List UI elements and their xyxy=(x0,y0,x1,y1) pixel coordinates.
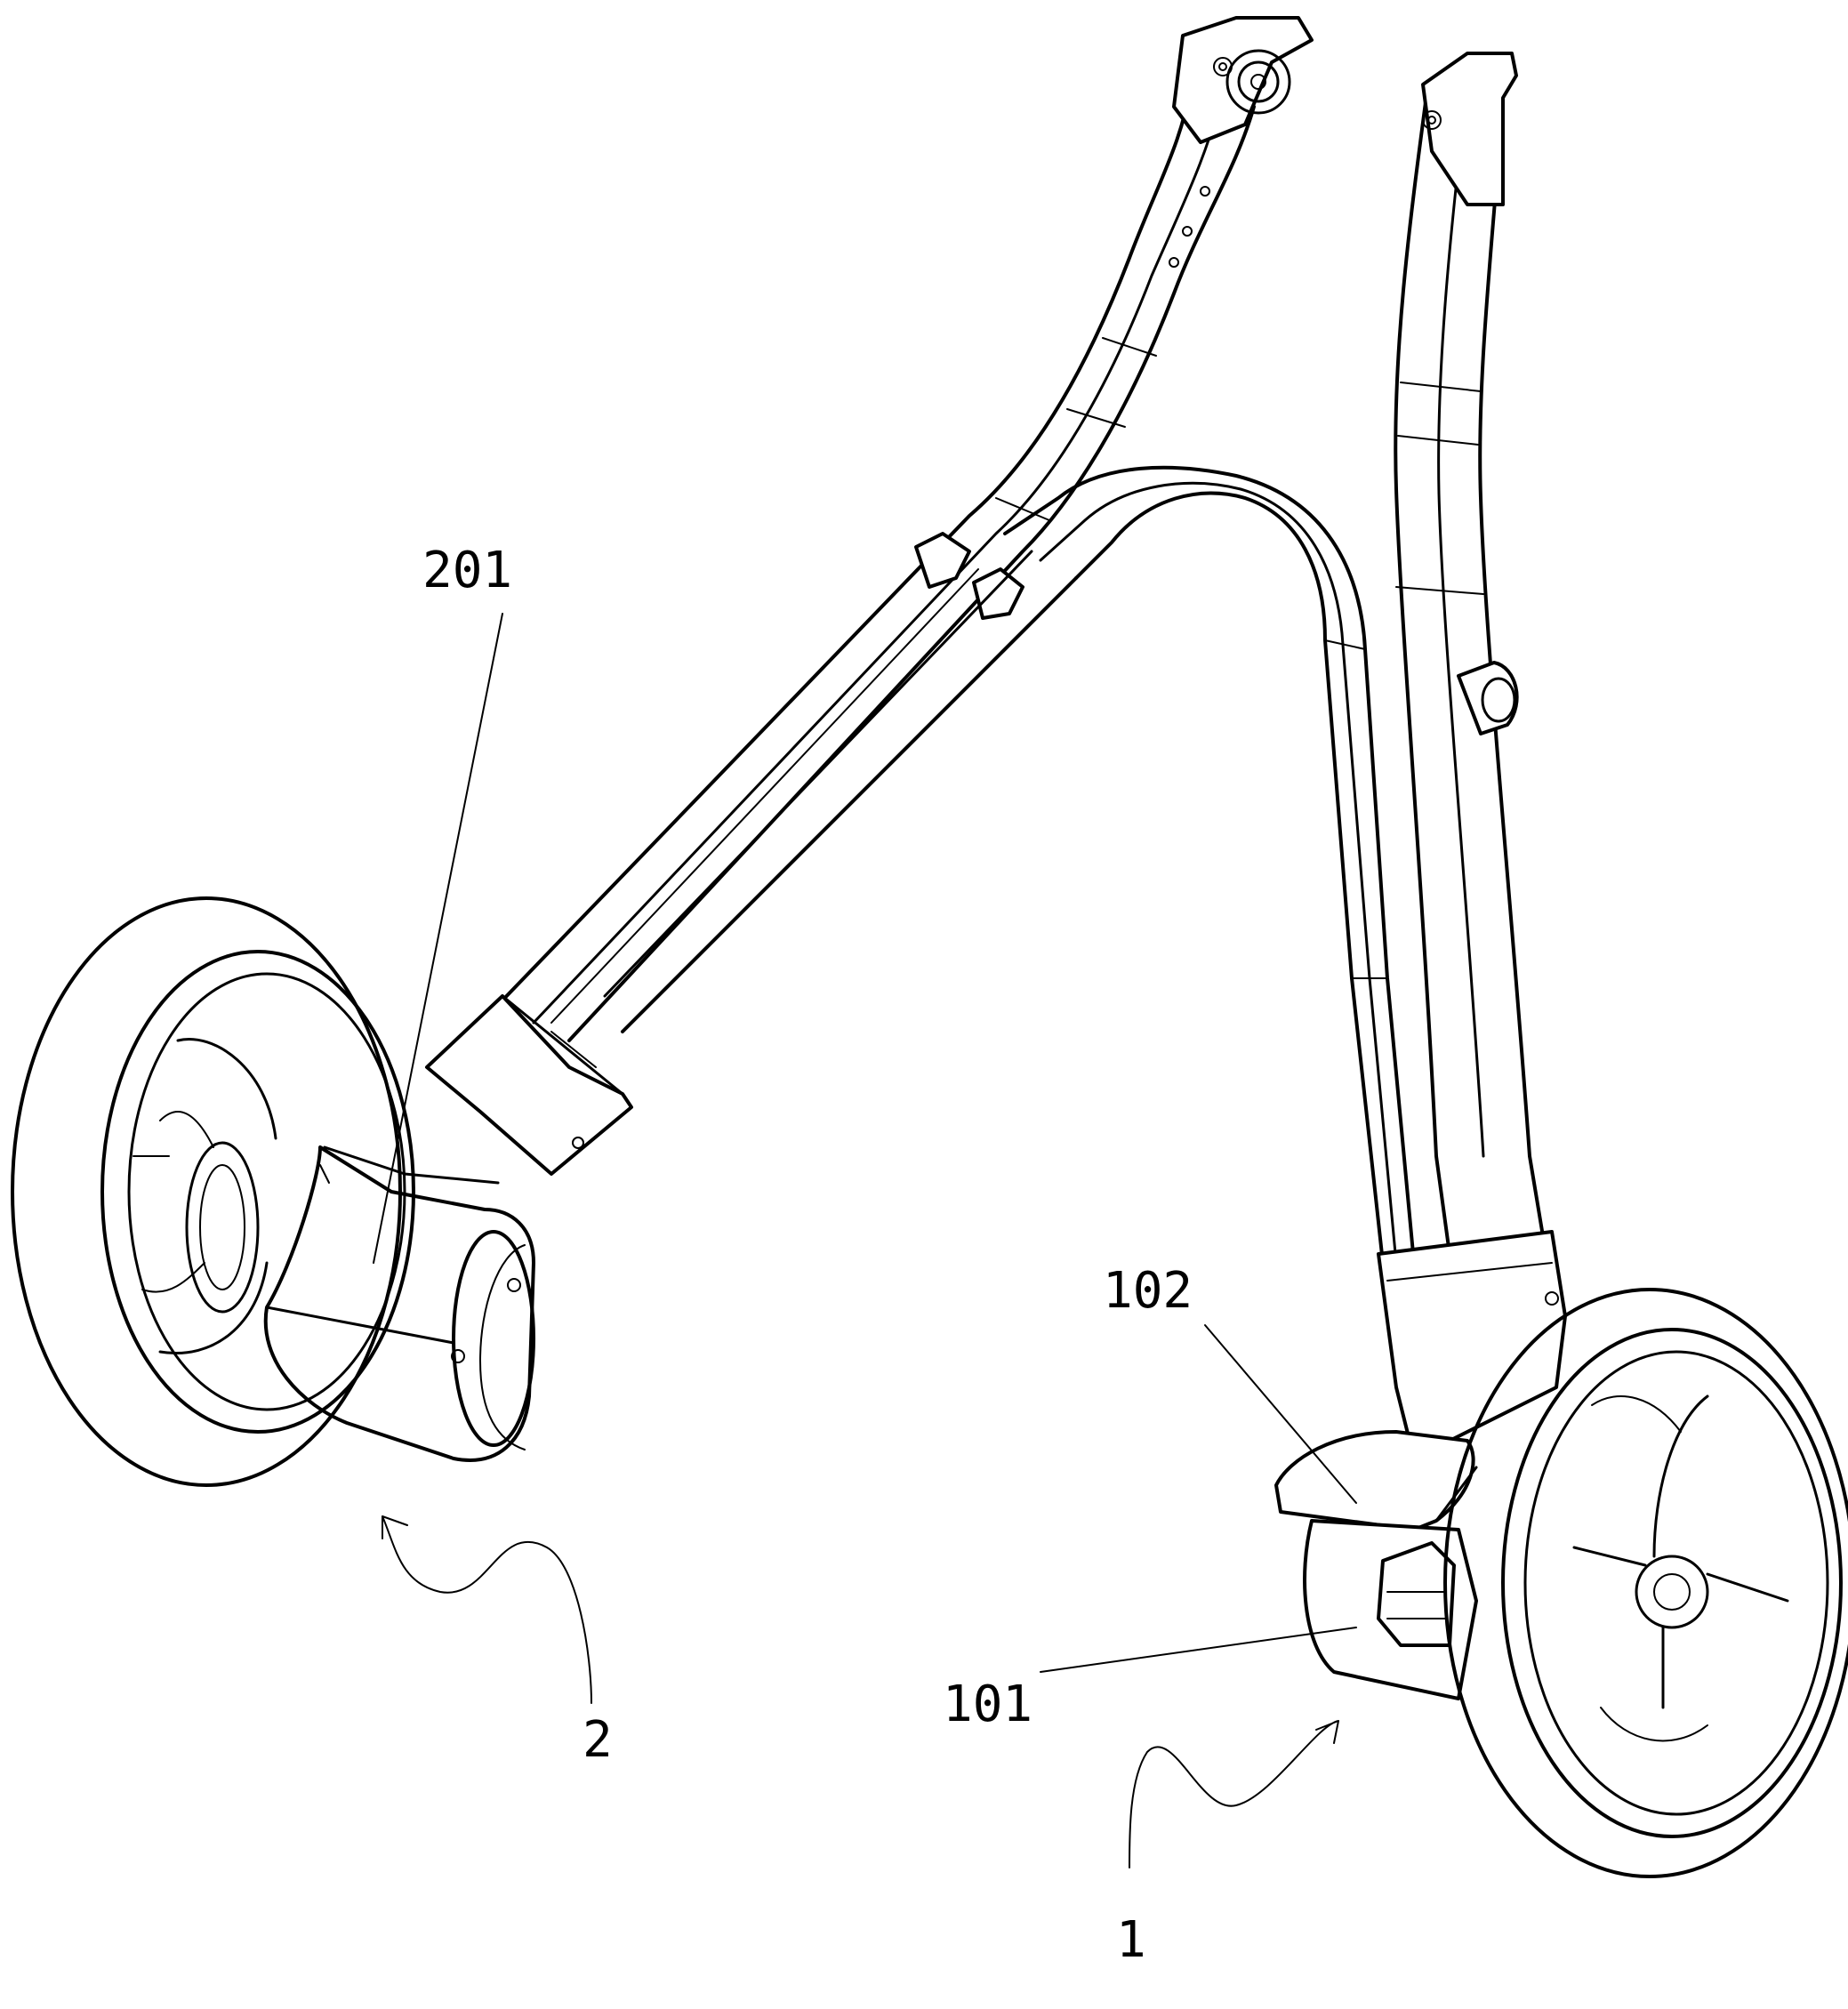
arrow-1 xyxy=(1129,1720,1339,1868)
right-lower-sleeve xyxy=(1377,1230,1567,1460)
leader-102 xyxy=(1204,1324,1357,1504)
arrow-2 xyxy=(382,1515,592,1704)
label-102: 102 xyxy=(1103,1262,1193,1320)
left-wheel xyxy=(11,896,415,1487)
label-assembly-1: 1 xyxy=(1116,1911,1146,1969)
right-top-hinge xyxy=(1421,52,1518,206)
hub-101 xyxy=(1303,1519,1478,1700)
label-assembly-2: 2 xyxy=(583,1711,613,1769)
arch-frame-tube xyxy=(1003,465,1416,1265)
leader-101 xyxy=(1040,1627,1357,1673)
label-201: 201 xyxy=(422,542,512,599)
left-diagonal-tubes xyxy=(550,550,1078,1033)
leader-lines xyxy=(373,613,1357,1868)
left-arm-knob xyxy=(914,532,1024,620)
label-101: 101 xyxy=(943,1676,1032,1733)
right-handle-tube xyxy=(1394,87,1549,1265)
left-top-hinge xyxy=(1172,16,1314,144)
left-sleeve xyxy=(425,994,633,1176)
right-wheel xyxy=(1443,1288,1848,1878)
right-side-knob xyxy=(1457,661,1519,735)
left-handle-tube xyxy=(496,78,1256,1042)
pedal-102 xyxy=(1274,1430,1478,1531)
leader-201 xyxy=(373,613,503,1264)
